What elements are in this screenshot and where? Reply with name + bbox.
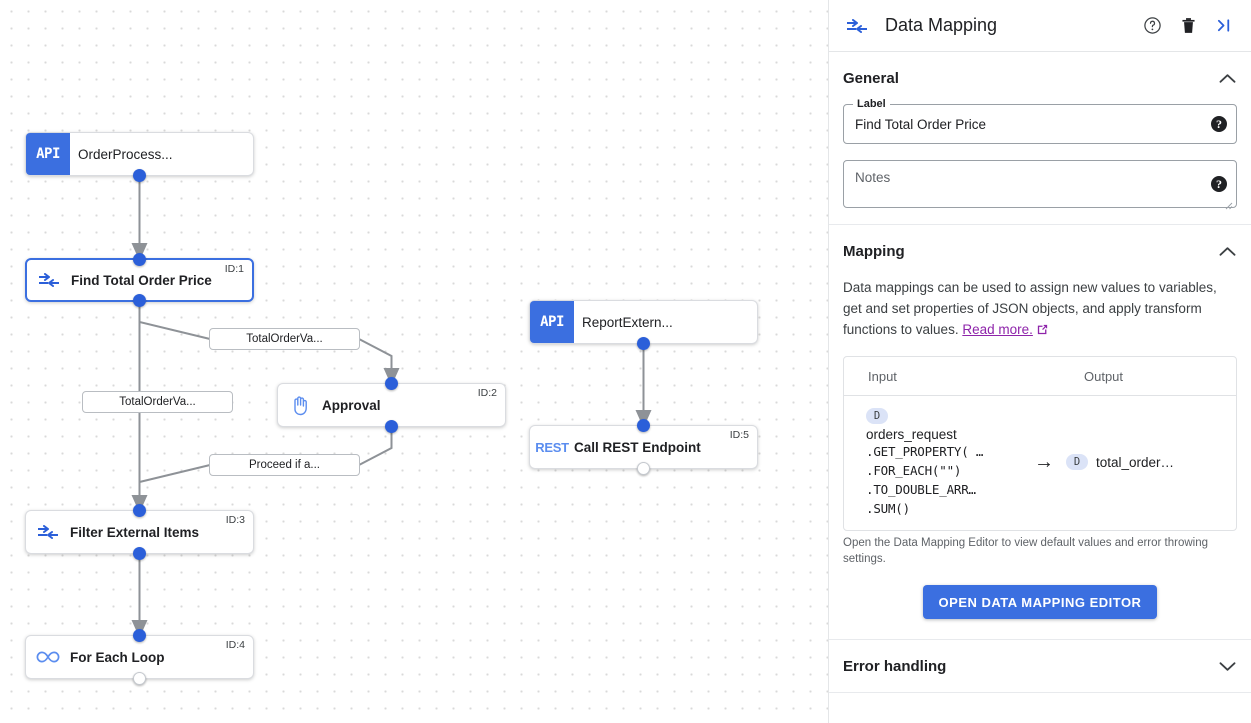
notes-resize-handle[interactable]: [1225, 197, 1233, 210]
rest-icon: REST: [535, 439, 569, 455]
input-type-badge: D: [866, 408, 888, 425]
label-field-help-icon[interactable]: ?: [1211, 116, 1227, 132]
collapse-panel-icon[interactable]: [1209, 11, 1239, 41]
node-port-bottom[interactable]: [133, 547, 146, 560]
column-header-input: Input: [868, 368, 897, 384]
section-mapping: Mapping Data mappings can be used to ass…: [829, 225, 1251, 641]
node-id-badge: ID:4: [225, 639, 245, 651]
section-error-handling-header[interactable]: Error handling: [843, 640, 1237, 692]
data-mapping-icon: [26, 525, 70, 539]
mapping-input-cell: D orders_request .GET_PROPERTY( … .FOR_E…: [844, 406, 1022, 518]
label-field-legend: Label: [853, 98, 890, 110]
node-port-bottom[interactable]: [133, 294, 146, 307]
chevron-down-icon[interactable]: [1217, 656, 1237, 676]
open-data-mapping-editor-button[interactable]: OPEN DATA MAPPING EDITOR: [922, 585, 1158, 620]
input-variable-name: orders_request: [866, 427, 957, 443]
section-title: General: [843, 69, 899, 87]
api-badge: API: [26, 133, 70, 175]
section-error-handling: Error handling: [829, 640, 1251, 694]
flow-node-find-total-order-price[interactable]: Find Total Order Price ID:1: [25, 253, 254, 307]
section-general-header[interactable]: General: [843, 52, 1237, 104]
data-mapping-icon: [27, 273, 71, 287]
section-general: General Label Find Total Order Price ? N…: [829, 52, 1251, 225]
node-port-bottom[interactable]: [385, 420, 398, 433]
properties-panel: Data Mapping: [828, 0, 1251, 723]
notes-field-help-icon[interactable]: ?: [1211, 176, 1227, 192]
chevron-up-icon[interactable]: [1217, 68, 1237, 88]
node-title: OrderProcess...: [78, 146, 173, 162]
mapping-output-cell: D total_order…: [1066, 454, 1236, 471]
notes-field-placeholder: Notes: [855, 170, 891, 185]
trash-icon[interactable]: [1173, 11, 1203, 41]
mapping-arrow-icon: →: [1034, 450, 1054, 473]
notes-field[interactable]: Notes ?: [843, 160, 1237, 210]
node-title: For Each Loop: [70, 649, 165, 665]
flow-node-approval[interactable]: Approval ID:2: [277, 377, 506, 433]
node-id-badge: ID:5: [729, 429, 749, 441]
flow-node-call-rest-endpoint[interactable]: REST Call REST Endpoint ID:5: [529, 419, 758, 475]
hand-icon: [278, 394, 322, 416]
infinity-icon: [26, 650, 70, 664]
table-row[interactable]: D orders_request .GET_PROPERTY( … .FOR_E…: [844, 396, 1236, 530]
edge-label[interactable]: Proceed if a...: [209, 454, 360, 476]
node-id-badge: ID:3: [225, 514, 245, 526]
flow-node-orderprocess[interactable]: API OrderProcess...: [25, 132, 254, 182]
section-title: Mapping: [843, 242, 905, 260]
node-port-top[interactable]: [133, 629, 146, 642]
section-mapping-header[interactable]: Mapping: [843, 225, 1237, 277]
node-title: Find Total Order Price: [71, 272, 212, 288]
label-field-value: Find Total Order Price: [855, 116, 987, 132]
page-title: Data Mapping: [885, 15, 998, 35]
node-title: Approval: [322, 397, 381, 413]
panel-header: Data Mapping: [829, 0, 1251, 52]
node-id-badge: ID:1: [224, 263, 244, 275]
api-badge: API: [530, 301, 574, 343]
label-field[interactable]: Label Find Total Order Price ?: [843, 98, 1237, 144]
node-port-top[interactable]: [385, 377, 398, 390]
flow-node-for-each-loop[interactable]: For Each Loop ID:4: [25, 629, 254, 685]
input-chain-step: .GET_PROPERTY( …: [866, 444, 984, 460]
mapping-table: Input Output D orders_request .GET_PROPE…: [843, 356, 1237, 532]
mapping-actions: OPEN DATA MAPPING EDITOR: [843, 567, 1237, 639]
output-type-badge: D: [1066, 454, 1088, 471]
flow-node-reportextern[interactable]: API ReportExtern...: [529, 300, 758, 350]
help-circle-icon[interactable]: [1137, 11, 1167, 41]
node-port-top[interactable]: [133, 253, 146, 266]
node-port-bottom[interactable]: [637, 462, 650, 475]
output-variable-name: total_order…: [1096, 454, 1175, 470]
node-id-badge: ID:2: [477, 387, 497, 399]
edge-layer: [131, 176, 652, 638]
input-chain-step: .TO_DOUBLE_ARR…: [866, 482, 976, 498]
mapping-description-text: Data mappings can be used to assign new …: [843, 280, 1217, 337]
edge-label[interactable]: TotalOrderVa...: [209, 328, 360, 350]
node-port-bottom[interactable]: [133, 672, 146, 685]
mapping-description: Data mappings can be used to assign new …: [843, 277, 1237, 342]
node-title: Filter External Items: [70, 524, 200, 540]
data-mapping-icon: [845, 14, 869, 38]
node-port-top[interactable]: [133, 504, 146, 517]
read-more-link[interactable]: Read more.: [962, 322, 1033, 337]
node-port-bottom[interactable]: [133, 169, 146, 182]
external-link-icon[interactable]: [1036, 321, 1049, 342]
section-title: Error handling: [843, 657, 947, 675]
flow-canvas[interactable]: API OrderProcess... Find Total Order Pri…: [0, 0, 828, 723]
node-port-top[interactable]: [637, 419, 650, 432]
mapping-note: Open the Data Mapping Editor to view def…: [843, 537, 1209, 566]
edge-label[interactable]: TotalOrderVa...: [82, 391, 233, 413]
input-chain-step: .FOR_EACH(""): [866, 463, 962, 479]
node-port-bottom[interactable]: [637, 337, 650, 350]
column-header-output: Output: [1084, 368, 1124, 384]
node-title: Call REST Endpoint: [574, 439, 701, 455]
chevron-up-icon[interactable]: [1217, 241, 1237, 261]
flow-node-filter-external-items[interactable]: Filter External Items ID:3: [25, 504, 254, 560]
input-chain-step: .SUM(): [866, 501, 910, 517]
mapping-table-header: Input Output: [844, 357, 1236, 396]
node-title: ReportExtern...: [582, 314, 673, 330]
